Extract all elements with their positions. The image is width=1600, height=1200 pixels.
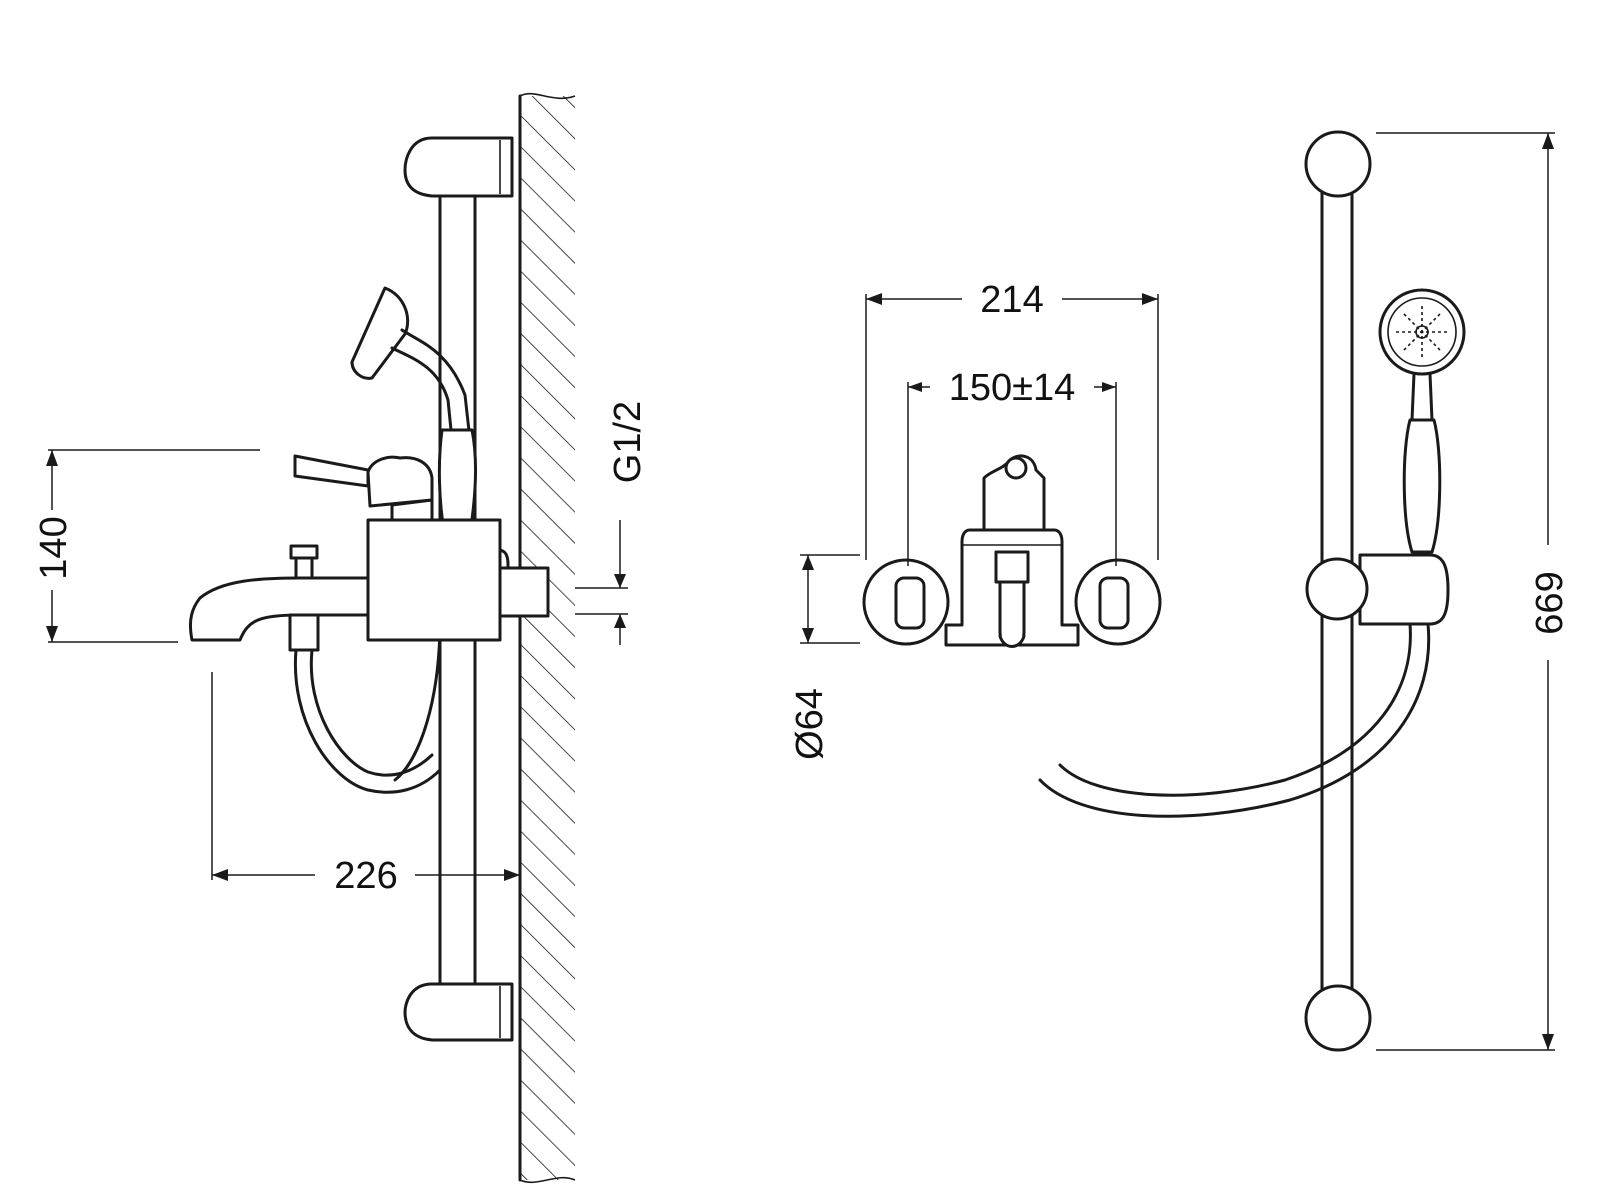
rail-wall-mount-bottom xyxy=(1304,984,1372,1052)
dimension-d64: Ø64 xyxy=(789,554,860,760)
side-view: 140 226 G1/2 xyxy=(33,92,649,1184)
dimension-label-140: 140 xyxy=(33,516,75,579)
dimension-label-g12: G1/2 xyxy=(607,401,649,483)
dimension-669: 669 xyxy=(1376,132,1571,1051)
dimension-label-226: 226 xyxy=(334,855,397,897)
dimension-g12: G1/2 xyxy=(575,401,649,645)
dimension-label-150: 150±14 xyxy=(949,367,1076,409)
rail-bracket-bottom xyxy=(403,982,514,1042)
mixer-body-side xyxy=(188,454,550,794)
dimension-150: 150±14 xyxy=(907,367,1117,566)
dimension-226: 226 xyxy=(211,672,520,897)
shower-holder-slider xyxy=(1305,557,1369,621)
dimension-214: 214 xyxy=(865,279,1159,560)
dimension-label-d64: Ø64 xyxy=(789,688,831,760)
rail-bracket-top xyxy=(403,136,514,198)
dimension-label-214: 214 xyxy=(980,279,1043,321)
dimension-140: 140 xyxy=(33,449,260,643)
hand-shower-front xyxy=(1038,288,1466,818)
rail-wall-mount-top xyxy=(1304,130,1372,198)
dimension-label-669: 669 xyxy=(1529,571,1571,634)
wall-section xyxy=(518,92,576,1184)
mixer-front xyxy=(862,454,1162,648)
front-view: 214 150±14 Ø64 xyxy=(789,130,1571,1052)
